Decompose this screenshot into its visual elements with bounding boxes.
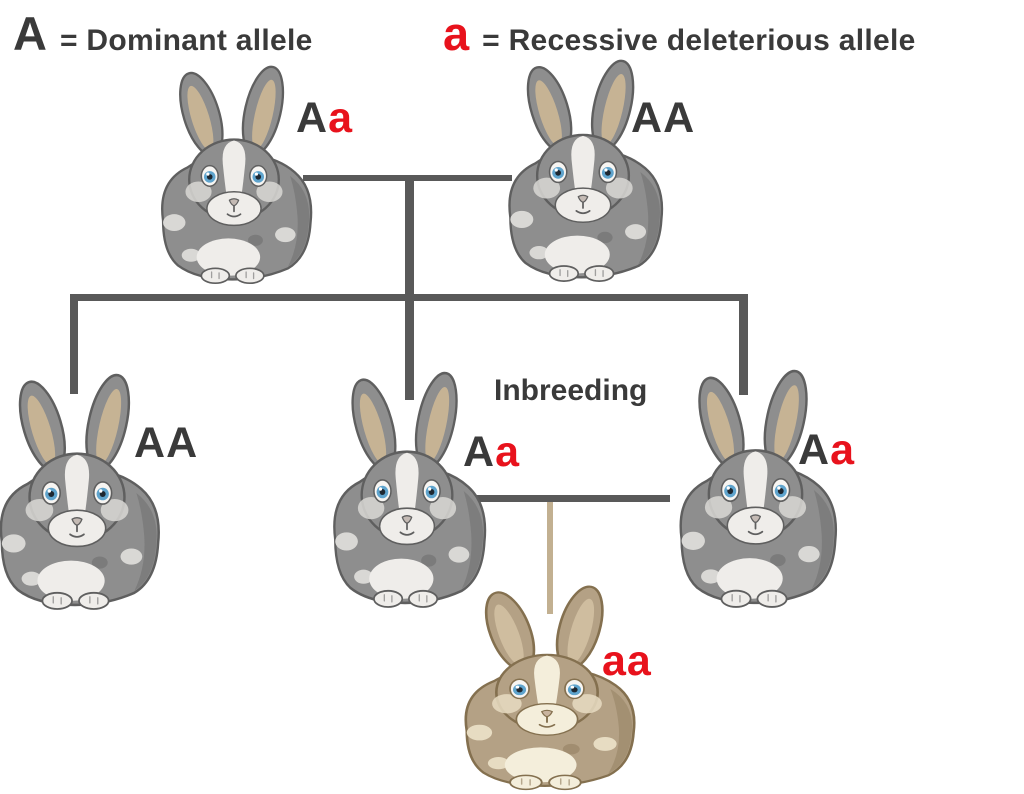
- rabbit-parent-2: [509, 58, 662, 282]
- genotype-letter: A: [463, 428, 496, 476]
- siblings-bar: [70, 294, 748, 301]
- genotype-parent-2: AA: [631, 97, 695, 140]
- genotype-letter: a: [626, 637, 652, 685]
- genotype-letter: A: [631, 94, 664, 142]
- inbreeding-label: Inbreeding: [494, 374, 648, 407]
- inbreeding-mating-line: [465, 495, 670, 502]
- genotype-letter: A: [663, 94, 696, 142]
- rabbit-parent-1: [162, 64, 312, 284]
- genotype-letter: a: [602, 637, 627, 685]
- genotype-letter: A: [166, 419, 199, 467]
- recessive-allele-text: = Recessive deleterious allele: [482, 24, 916, 57]
- genotype-parent-1: Aa: [296, 97, 353, 140]
- genotype-child-3: Aa: [798, 429, 855, 472]
- rabbit-child-2: [334, 370, 486, 607]
- genotype-grandchild: aa: [602, 640, 652, 683]
- genotype-letter: a: [830, 426, 855, 474]
- genotype-letter: A: [296, 94, 329, 142]
- legend-dominant: A = Dominant allele: [13, 10, 313, 57]
- dominant-allele-symbol: A: [13, 7, 47, 60]
- legend-recessive: a = Recessive deleterious allele: [443, 10, 916, 57]
- offspring-descent-line: [547, 502, 553, 614]
- recessive-allele-symbol: a: [443, 7, 470, 60]
- parents-descent-line: [405, 175, 414, 400]
- dominant-allele-text: = Dominant allele: [59, 24, 313, 57]
- child1-drop-line: [70, 294, 78, 394]
- rabbit-child-3: [680, 368, 836, 607]
- rabbit-child-1: [0, 372, 159, 609]
- genotype-letter: a: [328, 94, 353, 142]
- genotype-letter: A: [798, 426, 831, 474]
- genotype-child-2: Aa: [463, 431, 520, 474]
- genotype-child-1: AA: [134, 422, 198, 465]
- rabbit-grandchild: [465, 584, 635, 790]
- genotype-letter: A: [134, 419, 167, 467]
- child3-drop-line: [739, 294, 748, 395]
- genotype-letter: a: [495, 428, 520, 476]
